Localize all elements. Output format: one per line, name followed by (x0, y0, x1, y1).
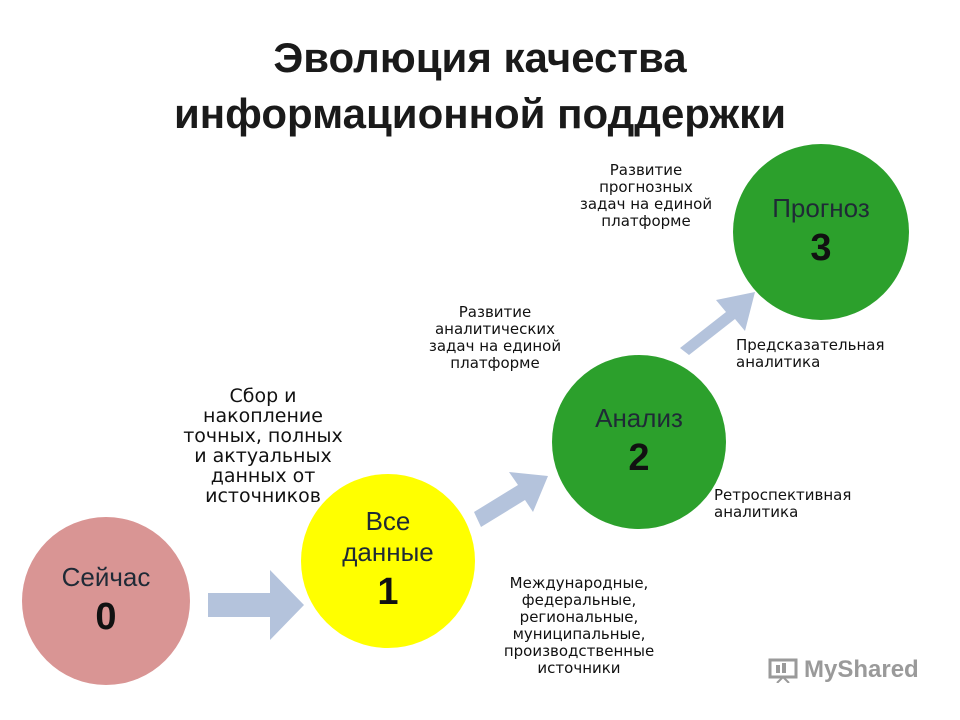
stage-number: 3 (810, 226, 832, 269)
stage-circle-3: Прогноз 3 (733, 144, 909, 320)
note-line: аналитика (736, 353, 821, 371)
stage-label: данные (342, 537, 434, 567)
page-title: Эволюция качества информационной поддерж… (0, 30, 960, 142)
arrow-2-to-3 (680, 292, 755, 355)
note-line: платформе (450, 354, 540, 372)
stage-circle-2: Анализ 2 (552, 355, 726, 529)
note-line: Международные, (509, 574, 649, 592)
note-line: прогнозных (599, 178, 693, 196)
note-line: аналитика (714, 503, 799, 521)
note-analytics-dev: Развитие аналитических задач на единой п… (400, 304, 590, 372)
title-line-1: Эволюция качества (273, 34, 687, 81)
note-sources: Международные, федеральные, региональные… (474, 575, 684, 677)
note-line: муниципальные, (512, 625, 646, 643)
stage-label: Анализ (595, 402, 683, 433)
arrow-1-to-2 (474, 472, 548, 527)
note-line: накопление (203, 405, 323, 427)
stage-circle-0: Сейчас 0 (22, 517, 190, 685)
presentation-icon (768, 658, 798, 683)
stage-label: Сейчас (61, 561, 151, 592)
watermark-text: MyShared (804, 656, 919, 683)
note-line: задач на единой (428, 337, 562, 355)
note-line: платформе (601, 212, 691, 230)
note-line: Предсказательная (736, 336, 885, 354)
stage-label: Все (365, 506, 411, 536)
note-line: производственные (503, 642, 655, 660)
note-line: данных от (210, 465, 316, 487)
note-line: Развитие (458, 303, 532, 321)
note-line: Ретроспективная (714, 486, 852, 504)
note-line: федеральные, (521, 591, 637, 609)
stage-number: 2 (628, 436, 650, 479)
note-forecast-dev: Развитие прогнозных задач на единой плат… (553, 162, 739, 230)
note-collection: Сбор и накопление точных, полных и актуа… (168, 386, 358, 506)
note-line: Развитие (609, 161, 683, 179)
note-line: точных, полных (183, 425, 343, 447)
arrow-0-to-1 (208, 570, 304, 640)
note-line: источники (537, 659, 621, 677)
note-line: Сбор и (229, 385, 297, 407)
note-predictive: Предсказательная аналитика (736, 337, 936, 371)
stage-number: 0 (95, 595, 117, 638)
note-line: и актуальных (194, 445, 332, 467)
title-line-2: информационной поддержки (173, 90, 787, 137)
note-line: источников (205, 485, 321, 507)
stage-number: 1 (377, 571, 399, 613)
note-line: задач на единой (579, 195, 713, 213)
note-line: региональные, (519, 608, 639, 626)
note-line: аналитических (434, 320, 556, 338)
note-retrospective: Ретроспективная аналитика (714, 487, 914, 521)
stage-label: Прогноз (772, 192, 870, 223)
stage-circle-1: Все данные 1 (301, 474, 475, 648)
watermark-logo: MyShared (768, 656, 919, 684)
